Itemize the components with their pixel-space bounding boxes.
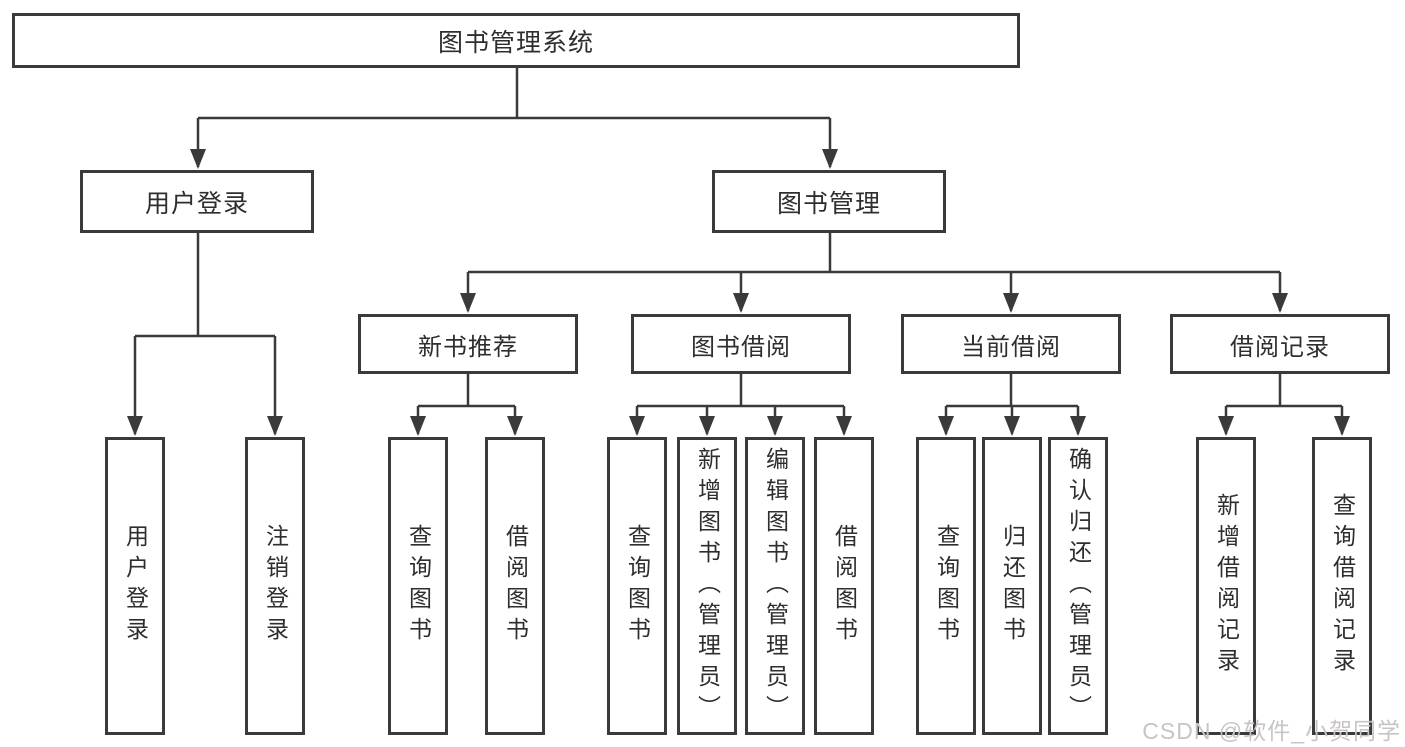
leaf-add-books-admin: 新增图书（管理员） [677,437,737,735]
leaf-recommend-query-books: 查询图书 [388,437,448,735]
leaf-borrow-borrow-books: 借阅图书 [814,437,874,735]
leaf-add-borrow-record: 新增借阅记录 [1196,437,1256,735]
leaf-return-books: 归还图书 [982,437,1042,735]
leaf-edit-books-admin-label: 编辑图书（管理员） [762,446,789,726]
leaf-query-borrow-record: 查询借阅记录 [1312,437,1372,735]
leaf-logout-label: 注销登录 [262,524,289,648]
leaf-recommend-borrow-books: 借阅图书 [485,437,545,735]
node-borrow-records: 借阅记录 [1170,314,1390,374]
leaf-current-query-books-label: 查询图书 [933,524,960,648]
leaf-return-books-label: 归还图书 [999,524,1026,648]
node-root: 图书管理系统 [12,13,1020,68]
leaf-edit-books-admin: 编辑图书（管理员） [745,437,805,735]
leaf-logout: 注销登录 [245,437,305,735]
leaf-user-login-label: 用户登录 [122,524,149,648]
connector-trunks [135,68,1342,408]
node-book-management: 图书管理 [712,170,946,233]
leaf-confirm-return-admin: 确认归还（管理员） [1048,437,1108,735]
leaf-recommend-borrow-books-label: 借阅图书 [502,524,529,648]
node-current-borrow: 当前借阅 [901,314,1121,374]
leaf-borrow-borrow-books-label: 借阅图书 [831,524,858,648]
csdn-watermark: CSDN @软件_小贺同学 [1142,718,1401,744]
node-book-borrow: 图书借阅 [631,314,851,374]
leaf-add-borrow-record-label: 新增借阅记录 [1213,493,1240,679]
leaf-current-query-books: 查询图书 [916,437,976,735]
leaf-confirm-return-admin-label: 确认归还（管理员） [1065,446,1092,726]
leaf-add-books-admin-label: 新增图书（管理员） [694,446,721,726]
leaf-borrow-query-books-label: 查询图书 [624,524,651,648]
node-new-book-recommend: 新书推荐 [358,314,578,374]
leaf-borrow-query-books: 查询图书 [607,437,667,735]
node-user-login: 用户登录 [80,170,314,233]
leaf-query-borrow-record-label: 查询借阅记录 [1329,493,1356,679]
leaf-recommend-query-books-label: 查询图书 [405,524,432,648]
leaf-user-login: 用户登录 [105,437,165,735]
